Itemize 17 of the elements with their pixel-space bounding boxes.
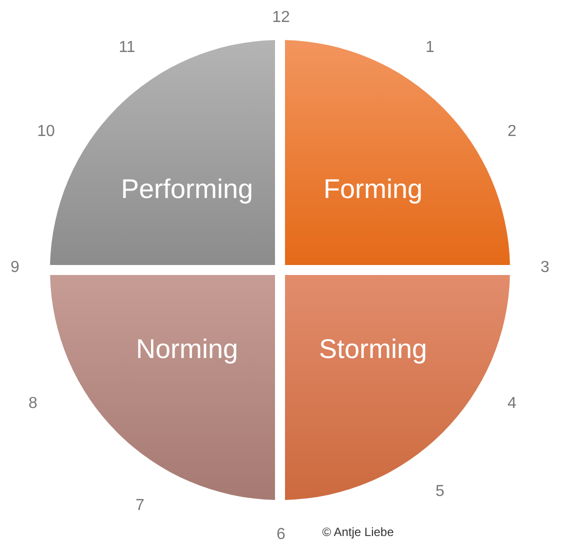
clock-number: 9 (10, 259, 20, 277)
clock-number: 3 (540, 259, 550, 277)
clock-number: 12 (272, 9, 290, 27)
phase-label: Forming (323, 175, 423, 205)
clock-number: 2 (508, 123, 516, 141)
copyright-note: © Antje Liebe (322, 525, 394, 539)
phase-label: Storming (318, 335, 428, 365)
phase-label: Norming (136, 335, 238, 365)
clock-number: 10 (37, 123, 55, 141)
clock-number: 6 (276, 526, 286, 544)
clock-number: 7 (136, 497, 144, 515)
clock-number: 8 (28, 395, 38, 413)
phase-label: Performing (120, 175, 254, 205)
clock-number: 5 (436, 483, 444, 501)
clock-number: 4 (508, 395, 516, 413)
clock-number: 1 (426, 39, 434, 57)
clock-number: 11 (118, 39, 136, 57)
